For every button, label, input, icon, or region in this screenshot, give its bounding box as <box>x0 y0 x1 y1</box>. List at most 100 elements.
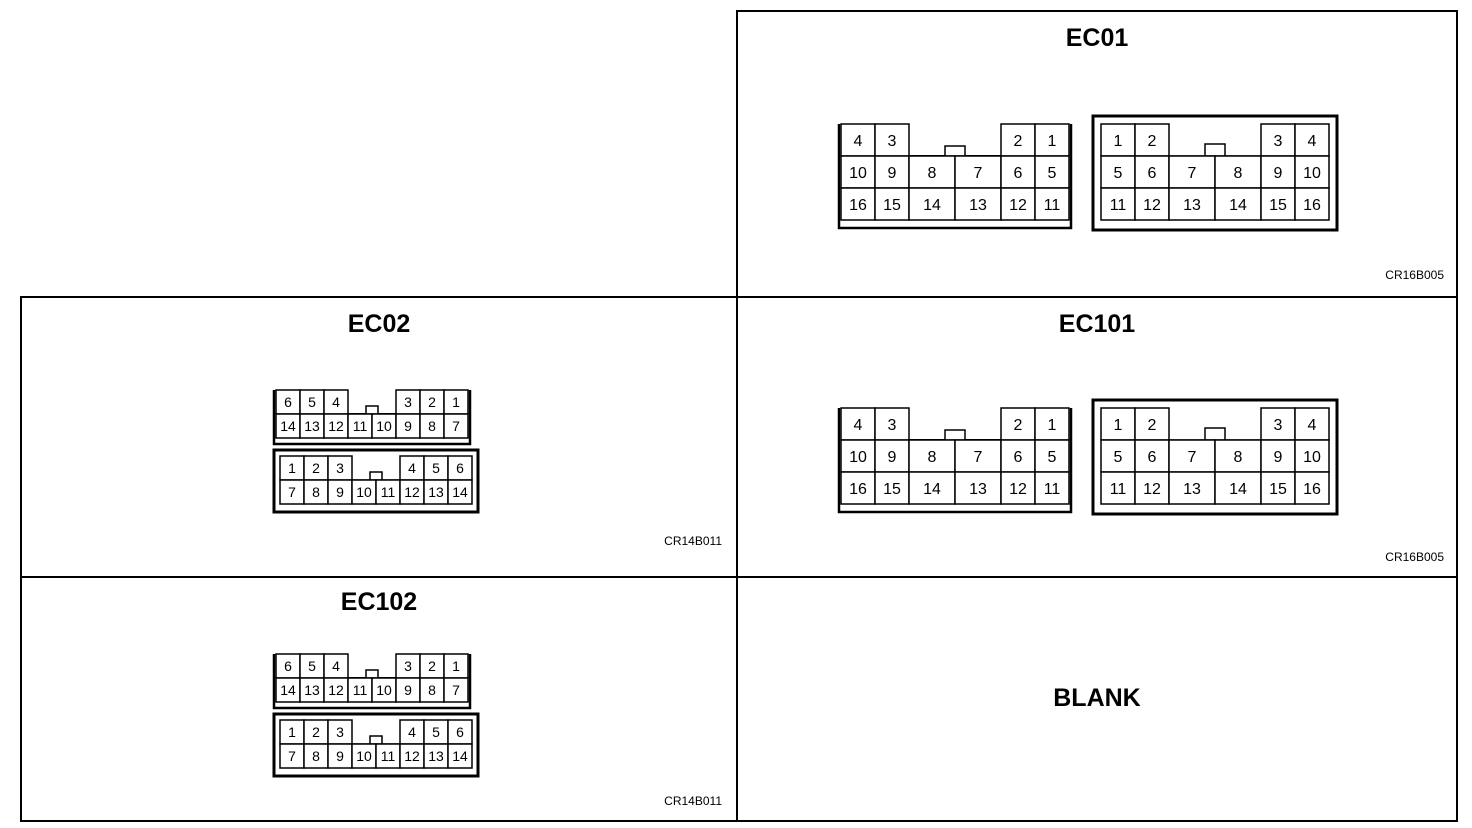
pin-number: 8 <box>312 484 320 500</box>
pin-cell <box>371 413 397 439</box>
pin-number: 2 <box>1014 417 1023 434</box>
pin-number: 9 <box>404 682 412 698</box>
pin-number: 13 <box>304 418 320 434</box>
pin-number: 13 <box>1183 197 1201 214</box>
pin-number: 13 <box>428 484 444 500</box>
pin-number: 3 <box>888 133 897 150</box>
pin-number: 6 <box>456 460 464 476</box>
connector-title: EC102 <box>340 588 418 616</box>
pin-number: 10 <box>376 682 392 698</box>
pin-cell <box>375 743 401 769</box>
pin-number: 9 <box>1274 449 1283 466</box>
pin-cell <box>323 389 349 415</box>
pin-number: 3 <box>1274 133 1283 150</box>
pin-number: 2 <box>1148 133 1157 150</box>
pin-cell <box>1260 123 1296 157</box>
pin-number: 8 <box>428 682 436 698</box>
locking-tab <box>1204 143 1226 157</box>
pin-number: 8 <box>1234 449 1243 466</box>
pin-cell <box>1168 471 1216 505</box>
pin-cell <box>303 455 329 481</box>
pin-number: 14 <box>280 418 296 434</box>
connector-housing <box>272 448 480 514</box>
pin-cell <box>347 677 373 703</box>
pin-cell <box>874 155 910 189</box>
pin-number: 9 <box>404 418 412 434</box>
pin-number: 2 <box>312 724 320 740</box>
pin-cell <box>423 719 449 745</box>
pin-cell <box>1100 187 1136 221</box>
pin-number: 12 <box>404 484 420 500</box>
pin-number: 9 <box>336 484 344 500</box>
pin-number: 4 <box>332 394 340 410</box>
pin-number: 3 <box>888 417 897 434</box>
pin-cell <box>1034 187 1070 221</box>
pin-number: 16 <box>1303 481 1321 498</box>
pin-cell <box>423 479 449 505</box>
pin-number: 7 <box>288 748 296 764</box>
pin-cell <box>419 677 445 703</box>
pin-number: 12 <box>1143 481 1161 498</box>
locking-tab <box>365 405 379 415</box>
pin-number: 10 <box>356 748 372 764</box>
pin-number: 5 <box>1114 449 1123 466</box>
pin-number: 6 <box>1148 449 1157 466</box>
pin-cell <box>874 187 910 221</box>
pin-number: 14 <box>1229 481 1247 498</box>
pin-number: 16 <box>849 481 867 498</box>
pin-cell <box>1294 407 1330 441</box>
pin-number: 1 <box>452 658 460 674</box>
pin-cell <box>1000 439 1036 473</box>
locking-tab <box>944 429 966 441</box>
connector-title: EC01 <box>1065 24 1129 52</box>
pin-number: 1 <box>1048 417 1057 434</box>
pin-number: 5 <box>432 460 440 476</box>
pin-cell <box>840 471 876 505</box>
connector-body <box>837 408 1073 514</box>
pin-cell <box>1214 439 1262 473</box>
pin-cell <box>303 743 329 769</box>
pin-number: 8 <box>1234 165 1243 182</box>
pin-number: 15 <box>883 197 901 214</box>
pin-number: 11 <box>353 418 368 434</box>
pin-cell <box>1260 407 1296 441</box>
pin-cell <box>423 743 449 769</box>
pin-number: 14 <box>923 197 941 214</box>
pin-cell <box>351 743 377 769</box>
pin-cell <box>840 407 876 441</box>
pin-number: 15 <box>1269 481 1287 498</box>
pin-number: 11 <box>1044 197 1061 214</box>
pin-number: 5 <box>308 394 316 410</box>
pin-number: 11 <box>1044 481 1061 498</box>
pin-number: 13 <box>1183 481 1201 498</box>
pin-number: 3 <box>404 394 412 410</box>
connector-title: EC02 <box>347 310 411 338</box>
pin-number: 14 <box>1229 197 1247 214</box>
pin-cell <box>1134 155 1170 189</box>
pin-number: 14 <box>923 481 941 498</box>
pin-number: 10 <box>356 484 372 500</box>
pin-cell <box>327 455 353 481</box>
pin-number: 9 <box>336 748 344 764</box>
pin-number: 15 <box>883 481 901 498</box>
pin-number: 3 <box>336 724 344 740</box>
pin-cell <box>1134 187 1170 221</box>
pin-cell <box>1214 471 1262 505</box>
pin-number: 8 <box>312 748 320 764</box>
pin-cell <box>874 471 910 505</box>
pin-number: 4 <box>408 724 416 740</box>
pin-cell <box>1000 187 1036 221</box>
pin-cell <box>874 123 910 157</box>
pin-number: 15 <box>1269 197 1287 214</box>
pin-number: 3 <box>1274 417 1283 434</box>
pin-number: 12 <box>1009 197 1027 214</box>
pin-number: 1 <box>452 394 460 410</box>
pin-number: 6 <box>1014 165 1023 182</box>
locking-tab <box>1204 427 1226 441</box>
pin-cell <box>1000 123 1036 157</box>
